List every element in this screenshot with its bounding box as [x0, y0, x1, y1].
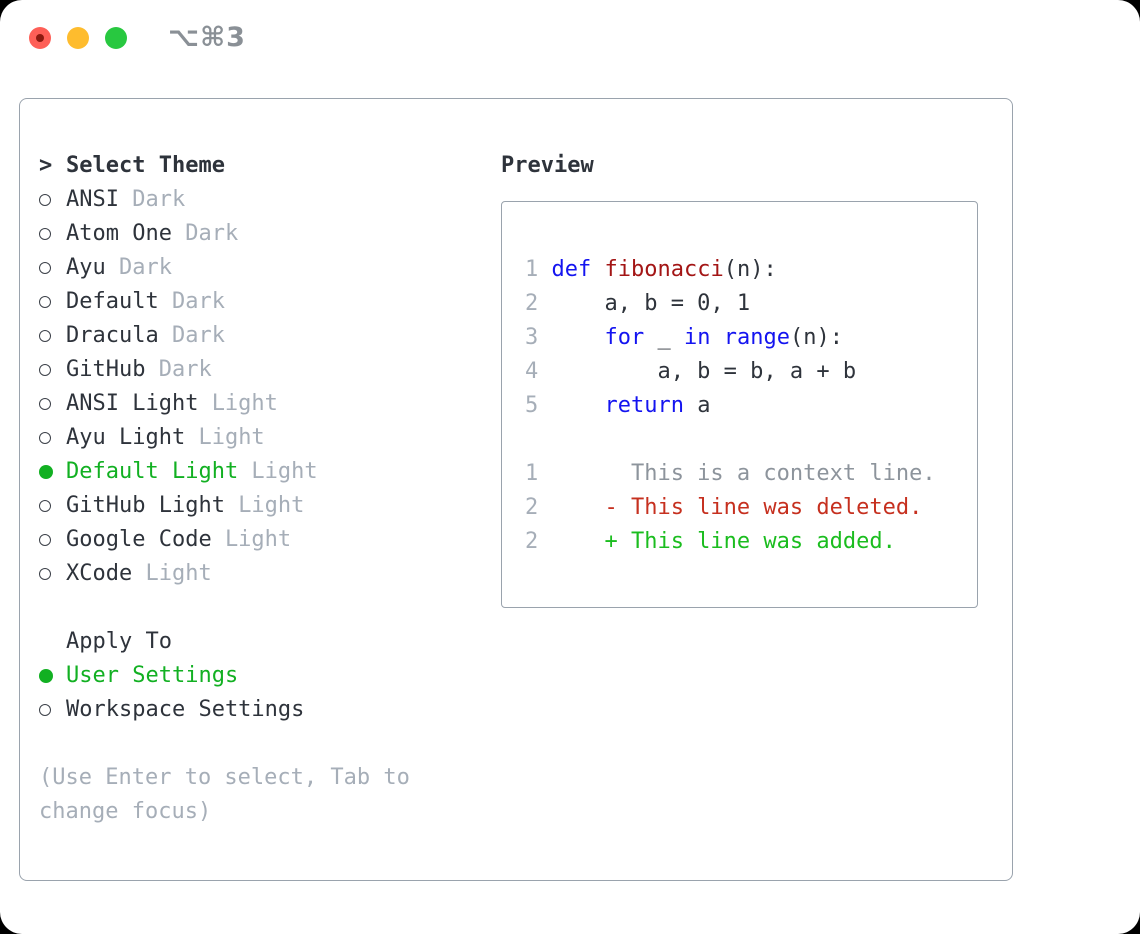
diff-line-added: 2 + This line was added. — [525, 525, 977, 559]
radio-icon — [39, 251, 66, 285]
theme-variant: Light — [145, 561, 212, 586]
code-line: 3 for _ in range(n): — [525, 321, 977, 355]
radio-selected-icon — [39, 455, 66, 489]
help-text: (Use Enter to select, Tab to change focu… — [39, 765, 424, 824]
radio-icon — [39, 557, 66, 591]
window-titlebar: ⌥⌘3 — [0, 0, 1140, 98]
theme-name: Ayu — [66, 255, 106, 280]
apply-option-workspace-settings[interactable]: Workspace Settings — [39, 693, 501, 727]
diff-line-deleted: 2 - This line was deleted. — [525, 491, 977, 525]
theme-variant: Light — [238, 493, 305, 518]
theme-name: ANSI Light — [66, 391, 199, 416]
spacer — [39, 591, 501, 625]
radio-icon — [39, 693, 66, 727]
theme-name: Ayu Light — [66, 425, 186, 450]
cursor-indicator: > — [39, 153, 53, 178]
theme-option-ayu[interactable]: Ayu Dark — [39, 251, 501, 285]
line-number: 1 — [525, 257, 539, 282]
theme-variant: Light — [224, 527, 292, 552]
theme-variant: Dark — [185, 221, 239, 246]
theme-variant: Dark — [132, 187, 186, 212]
theme-option-ansi[interactable]: ANSI Dark — [39, 183, 501, 217]
theme-variant: Light — [251, 459, 318, 484]
theme-variant: Dark — [118, 255, 172, 280]
radio-icon — [39, 489, 66, 523]
theme-option-github[interactable]: GitHub Dark — [39, 353, 501, 387]
radio-icon — [39, 319, 66, 353]
theme-option-ansi-light[interactable]: ANSI Light Light — [39, 387, 501, 421]
theme-option-ayu-light[interactable]: Ayu Light Light — [39, 421, 501, 455]
theme-variant: Light — [211, 391, 278, 416]
theme-name: GitHub — [66, 357, 146, 382]
radio-icon — [39, 353, 66, 387]
theme-name: Atom One — [66, 221, 172, 246]
traffic-lights — [29, 27, 127, 49]
zoom-button[interactable] — [105, 27, 127, 49]
theme-name: Default Light — [66, 459, 239, 484]
theme-option-google-code[interactable]: Google Code Light — [39, 523, 501, 557]
code-line: 4 a, b = b, a + b — [525, 355, 977, 389]
spacer — [39, 727, 501, 761]
theme-option-xcode[interactable]: XCode Light — [39, 557, 501, 591]
theme-option-dracula[interactable]: Dracula Dark — [39, 319, 501, 353]
theme-variant: Dark — [171, 289, 225, 314]
theme-name: ANSI — [66, 187, 119, 212]
theme-name: XCode — [66, 561, 133, 586]
line-number: 2 — [525, 529, 539, 554]
apply-to-title: Apply To — [66, 629, 172, 654]
spacer — [525, 423, 977, 457]
theme-variant: Light — [198, 425, 265, 450]
theme-name: GitHub Light — [66, 493, 225, 518]
code-line: 2 a, b = 0, 1 — [525, 287, 977, 321]
radio-icon — [39, 387, 66, 421]
preview-title: Preview — [501, 153, 594, 178]
line-number: 5 — [525, 393, 539, 418]
apply-option-label: Workspace Settings — [66, 697, 305, 722]
theme-selector-header: > Select Theme — [39, 149, 501, 183]
minimize-button[interactable] — [67, 27, 89, 49]
theme-name: Default — [66, 289, 159, 314]
radio-icon — [39, 421, 66, 455]
theme-variant: Dark — [158, 357, 212, 382]
close-button[interactable] — [29, 27, 51, 49]
theme-variant: Dark — [171, 323, 225, 348]
theme-option-github-light[interactable]: GitHub Light Light — [39, 489, 501, 523]
radio-selected-icon — [39, 659, 66, 693]
apply-option-label: User Settings — [66, 663, 239, 688]
preview-diff: 1 This is a context line.2 - This line w… — [525, 457, 977, 559]
code-line: 5 return a — [525, 389, 977, 423]
apply-to-header: Apply To — [39, 625, 501, 659]
theme-option-default[interactable]: Default Dark — [39, 285, 501, 319]
theme-selector-title: Select Theme — [66, 153, 225, 178]
theme-name: Google Code — [66, 527, 212, 552]
theme-name: Dracula — [66, 323, 159, 348]
apply-to-indent — [39, 625, 66, 659]
line-number: 3 — [525, 325, 539, 350]
radio-icon — [39, 183, 66, 217]
window-shortcut-label: ⌥⌘3 — [168, 22, 246, 53]
diff-line-context: 1 This is a context line. — [525, 457, 977, 491]
preview-header: Preview — [501, 149, 1012, 183]
line-number: 2 — [525, 495, 539, 520]
theme-option-default-light[interactable]: Default Light Light — [39, 455, 501, 489]
radio-icon — [39, 285, 66, 319]
line-number: 1 — [525, 461, 539, 486]
radio-icon — [39, 217, 66, 251]
apply-option-user-settings[interactable]: User Settings — [39, 659, 501, 693]
radio-icon — [39, 523, 66, 557]
theme-option-atom-one[interactable]: Atom One Dark — [39, 217, 501, 251]
line-number: 4 — [525, 359, 539, 384]
line-number: 2 — [525, 291, 539, 316]
